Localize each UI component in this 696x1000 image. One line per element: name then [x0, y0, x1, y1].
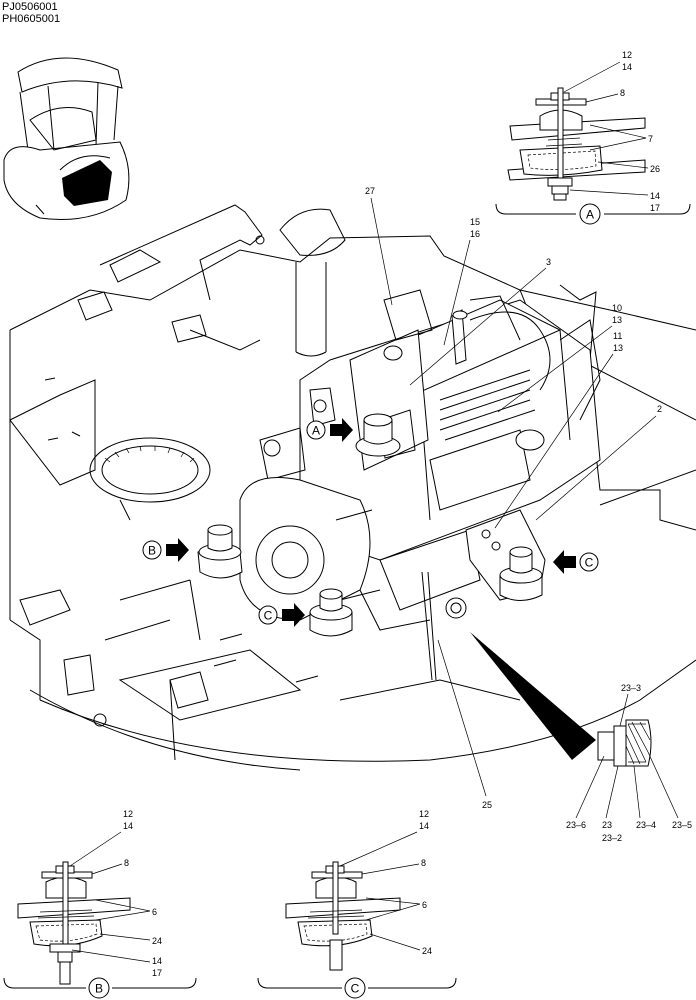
callout-c24: 24	[422, 946, 432, 956]
callout-a: A	[312, 424, 320, 438]
view-marker-b: B	[142, 538, 189, 562]
callout-c11: 11	[613, 331, 622, 341]
engine-mount-b	[197, 524, 243, 579]
callout-c8: 8	[124, 858, 129, 868]
callout-c3: 3	[546, 257, 551, 267]
callout-c16: 16	[470, 229, 480, 239]
callout-c13b: 13	[613, 343, 623, 353]
callout-c2: 2	[657, 404, 662, 414]
engine-mount-a	[355, 413, 401, 457]
drawing-code-2: PH0605001	[2, 13, 61, 25]
callout-c6: 6	[422, 900, 427, 910]
callout-c23-5: 23–5	[672, 820, 692, 830]
callout-c12: 12	[622, 50, 632, 60]
callout-c: C	[585, 556, 594, 570]
view-marker-c-left: C	[258, 603, 305, 627]
callout-c23-3: 23–3	[621, 683, 641, 693]
callout-c14b: 14	[650, 191, 660, 201]
callout-c12: 12	[123, 809, 133, 819]
detail-b: 12 14 8 6 24 14 17 B	[3, 809, 197, 999]
callout-c14: 14	[419, 821, 429, 831]
detail-23: 23–3 23–6 23 23–2 23–4 23–5	[470, 632, 692, 843]
callout-c23-4: 23–4	[636, 820, 656, 830]
callout-c14b: 14	[152, 956, 162, 966]
callout-c8: 8	[421, 858, 426, 868]
callout-c27: 27	[365, 186, 375, 196]
callout-c13a: 13	[612, 315, 622, 325]
callout-c14a: 14	[622, 62, 632, 72]
callout-c23-2: 23–2	[602, 833, 622, 843]
callout-c: C	[264, 609, 273, 623]
excavator-thumbnail	[3, 57, 130, 221]
callout-view: C	[351, 982, 360, 996]
callout-c6: 6	[152, 907, 157, 917]
callout-c12: 12	[419, 809, 429, 819]
detail-a: 12 14 8 7 26 14 17 A	[495, 50, 691, 225]
callout-c23-6: 23–6	[566, 820, 586, 830]
swing-bearing	[89, 437, 211, 503]
callout-view: A	[586, 208, 594, 222]
callout-c7: 7	[648, 134, 653, 144]
callout-c25: 25	[482, 800, 492, 810]
view-marker-c-right: C	[553, 550, 599, 574]
callout-c10: 10	[612, 303, 622, 313]
callout-view: B	[95, 982, 103, 996]
main-callouts: 27 15 16 3 10 13 11 13 2 25	[365, 186, 662, 810]
callout-c8: 8	[620, 88, 625, 98]
drawing-code-1: PJ0506001	[2, 1, 58, 13]
callout-c17: 17	[650, 203, 660, 213]
engine-mount-c-front	[309, 588, 353, 637]
callout-c17: 17	[152, 968, 162, 978]
callout-c24: 24	[152, 936, 162, 946]
callout-c23: 23	[602, 820, 612, 830]
callout-c14a: 14	[123, 821, 133, 831]
callout-b: B	[148, 544, 156, 558]
engine-mount-c-rear	[499, 546, 543, 601]
callout-c15: 15	[470, 217, 480, 227]
view-marker-a: A	[306, 418, 353, 442]
callout-c26: 26	[650, 164, 660, 174]
detail-c: 12 14 8 6 24 C	[257, 809, 457, 999]
